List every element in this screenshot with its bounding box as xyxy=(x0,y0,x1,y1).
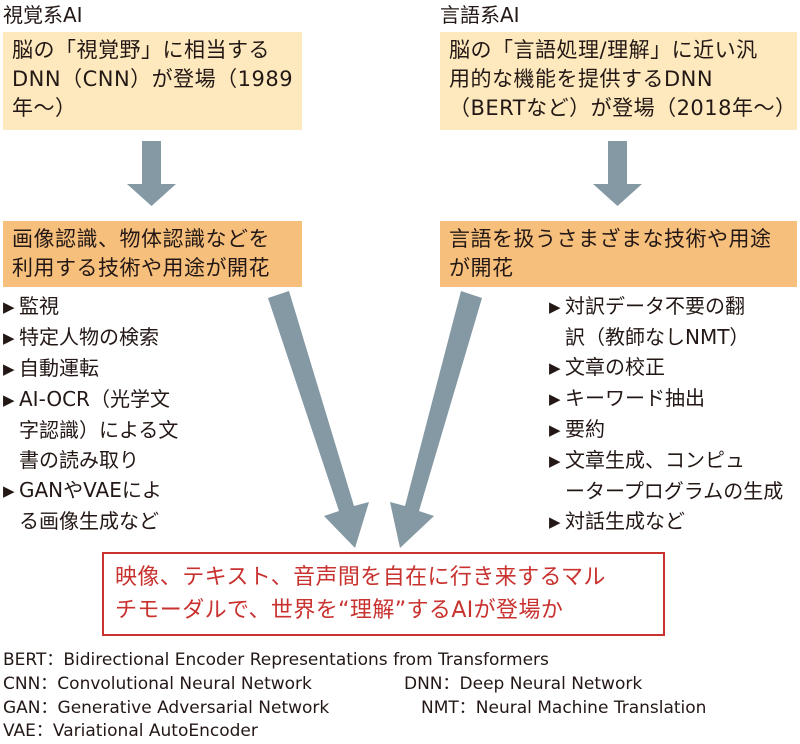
list-item-continuation: る画像生成など xyxy=(19,509,159,533)
right-origin-line: 用的な機能を提供するDNN xyxy=(449,67,714,91)
list-item: ▶特定人物の検索 xyxy=(3,322,178,353)
triangle-bullet-icon: ▶ xyxy=(549,421,561,439)
list-item-continuation: 訳（教師なしNMT） xyxy=(565,325,750,349)
right-application-line: が開花 xyxy=(449,256,514,280)
triangle-bullet-icon: ▶ xyxy=(3,482,15,500)
right-application-line: 言語を扱うさまざまな技術や用途 xyxy=(449,227,772,251)
right-use-case-list: ▶対訳データ不要の翻 訳（教師なしNMT） ▶文章の校正 ▶キーワード抽出 ▶要… xyxy=(549,291,783,537)
list-item: ▶AI-OCR（光学文 xyxy=(3,384,178,415)
list-item: ▶自動運転 xyxy=(3,353,178,384)
right-origin-line: （BERTなど）が登場（2018年〜） xyxy=(449,96,797,120)
footnote-dnn: DNN：Deep Neural Network xyxy=(404,674,643,694)
left-use-case-list: ▶監視 ▶特定人物の検索 ▶自動運転 ▶AI-OCR（光学文 字認識）による文 … xyxy=(3,291,178,536)
left-origin-line: 年〜） xyxy=(12,96,77,120)
right-diagonal-arrow xyxy=(390,291,482,548)
left-application-line: 利用する技術や用途が開花 xyxy=(12,256,270,280)
left-down-arrow xyxy=(127,141,176,206)
triangle-bullet-icon: ▶ xyxy=(3,298,15,316)
left-origin-line: DNN（CNN）が登場（1989 xyxy=(12,67,294,91)
triangle-bullet-icon: ▶ xyxy=(3,391,15,409)
triangle-bullet-icon: ▶ xyxy=(3,329,15,347)
footnote-bert: BERT：Bidirectional Encoder Representatio… xyxy=(3,650,549,670)
right-down-arrow xyxy=(593,141,642,206)
triangle-bullet-icon: ▶ xyxy=(549,359,561,377)
list-item: ▶文章生成、コンピュ xyxy=(549,445,783,476)
list-item: ▶対訳データ不要の翻 xyxy=(549,291,783,322)
result-line: チモーダルで、世界を“理解”するAIが登場か xyxy=(115,598,564,623)
triangle-bullet-icon: ▶ xyxy=(549,390,561,408)
right-heading: 言語系AI xyxy=(440,3,520,27)
multimodal-ai-result-box: 映像、テキスト、音声間を自在に行き来するマル チモーダルで、世界を“理解”するA… xyxy=(102,552,665,636)
left-heading: 視覚系AI xyxy=(3,3,83,27)
list-item: ▶キーワード抽出 xyxy=(549,383,783,414)
right-application-box: 言語を扱うさまざまな技術や用途 が開花 xyxy=(440,221,797,287)
list-item-continuation: 字認識）による文 xyxy=(19,418,179,442)
list-item: ▶監視 xyxy=(3,291,178,322)
footnote-vae: VAE：Variational AutoEncoder xyxy=(3,721,258,741)
left-origin-box: 脳の「視覚野」に相当する DNN（CNN）が登場（1989 年〜） xyxy=(3,32,302,130)
list-item: ▶GANやVAEによ xyxy=(3,475,178,506)
left-diagonal-arrow xyxy=(268,291,369,548)
list-item: ▶要約 xyxy=(549,414,783,445)
list-item: ▶対話生成など xyxy=(549,506,783,537)
footnote-cnn: CNN：Convolutional Neural Network xyxy=(3,674,312,694)
right-origin-line: 脳の「言語処理/理解」に近い汎 xyxy=(449,38,758,62)
footnote-nmt: NMT：Neural Machine Translation xyxy=(421,698,707,718)
result-line: 映像、テキスト、音声間を自在に行き来するマル xyxy=(115,565,606,590)
left-application-box: 画像認識、物体認識などを 利用する技術や用途が開花 xyxy=(3,221,302,287)
list-item-continuation: ータープログラムの生成 xyxy=(565,479,784,503)
triangle-bullet-icon: ▶ xyxy=(549,513,561,531)
footnote-gan: GAN：Generative Adversarial Network xyxy=(3,698,330,718)
triangle-bullet-icon: ▶ xyxy=(549,298,561,316)
left-origin-line: 脳の「視覚野」に相当する xyxy=(12,38,270,62)
right-origin-box: 脳の「言語処理/理解」に近い汎 用的な機能を提供するDNN （BERTなど）が登… xyxy=(440,32,797,130)
triangle-bullet-icon: ▶ xyxy=(3,360,15,378)
list-item-continuation: 書の読み取り xyxy=(19,448,139,472)
list-item: ▶文章の校正 xyxy=(549,352,783,383)
triangle-bullet-icon: ▶ xyxy=(549,452,561,470)
left-application-line: 画像認識、物体認識などを xyxy=(12,227,270,251)
